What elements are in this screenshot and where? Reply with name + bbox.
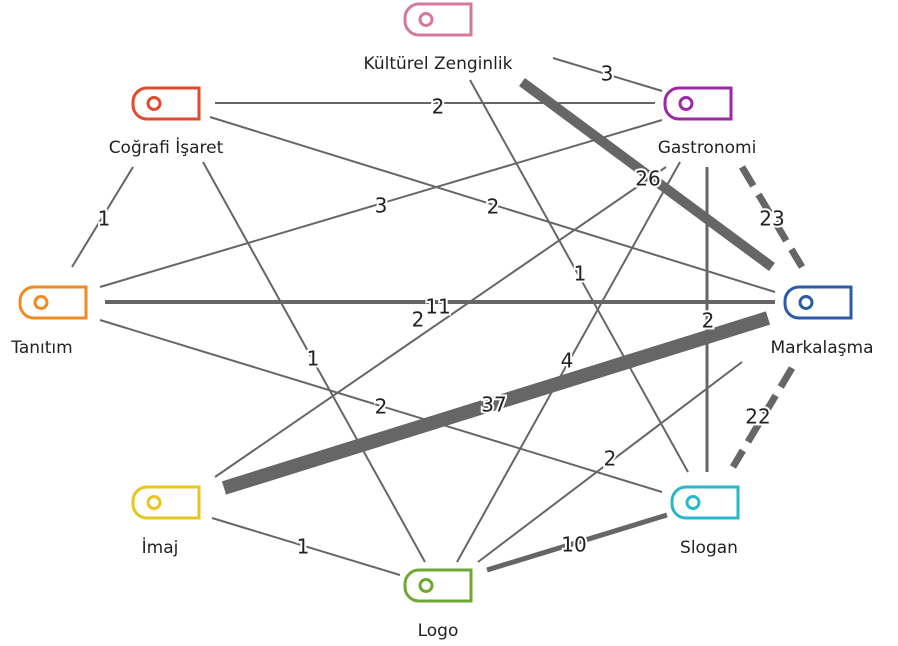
edge-weight-label: 2 [375, 395, 388, 419]
node-label: Coğrafi İşaret [109, 137, 224, 158]
edge-weight-label: 2 [432, 95, 445, 119]
tag-icon [783, 285, 853, 320]
tag-icon [403, 2, 473, 37]
edge-lo-sl [486, 512, 668, 573]
edge-weight-label: 1 [297, 535, 310, 559]
edge-ci-lo [202, 161, 426, 563]
edge-weight-label: 2 [702, 309, 715, 333]
node-lo[interactable]: Logo [403, 568, 473, 641]
node-im[interactable]: İmaj [131, 485, 201, 558]
node-label: Gastronomi [658, 138, 757, 158]
node-ta[interactable]: Tanıtım [10, 285, 88, 358]
edge-weight-label: 2 [412, 308, 425, 332]
edge-ma-sl [729, 366, 796, 469]
node-ma[interactable]: Markalaşma [770, 285, 874, 358]
edge-kz-ma [519, 77, 775, 272]
edge-weight-label: 10 [561, 533, 586, 557]
edge-weight-label: 1 [307, 347, 320, 371]
node-label: Markalaşma [770, 338, 873, 358]
node-label: Logo [418, 621, 459, 641]
tag-icon [403, 568, 473, 603]
edges [71, 57, 806, 576]
node-kz[interactable]: Kültürel Zenginlik [364, 2, 513, 74]
edge-weight-label: 22 [745, 405, 770, 429]
edge-weight-label: 3 [375, 194, 388, 218]
edge-weight-label: 23 [759, 207, 784, 231]
edge-ma-lo [477, 361, 743, 563]
node-ci[interactable]: Coğrafi İşaret [109, 86, 224, 158]
edge-weight-label: 1 [574, 262, 587, 286]
edge-im-lo [211, 517, 401, 576]
edge-weight-label: 2 [487, 195, 500, 219]
tag-icon [131, 86, 201, 121]
edge-weight-label: 37 [481, 393, 506, 417]
edge-ga-lo [456, 161, 681, 563]
tag-icon [131, 485, 201, 520]
edge-kz-ga [552, 57, 663, 92]
node-sl[interactable]: Slogan [670, 485, 740, 558]
edge-weight-label: 11 [425, 295, 450, 319]
edge-im-ma [221, 311, 771, 495]
node-label: Slogan [680, 538, 738, 558]
edge-weight-label: 3 [601, 62, 614, 86]
node-ga[interactable]: Gastronomi [658, 86, 757, 158]
edge-weight-label: 4 [561, 349, 574, 373]
edge-weight-label: 2 [604, 447, 617, 471]
edge-ta-ga [99, 119, 663, 288]
edge-weight-label: 1 [98, 207, 111, 231]
edge-kz-sl [469, 79, 689, 473]
edge-im-ga [214, 166, 667, 478]
node-label: İmaj [142, 537, 179, 558]
edge-ta-sl [99, 319, 663, 493]
tag-icon [18, 285, 88, 320]
tag-icon [663, 86, 733, 121]
node-label: Kültürel Zenginlik [364, 54, 513, 74]
edge-ci-ma [209, 116, 776, 293]
edge-ga-ma [738, 165, 806, 269]
tag-icon [670, 485, 740, 520]
node-label: Tanıtım [10, 338, 72, 358]
edge-weight-label: 26 [635, 167, 660, 191]
edge-ci-ta [71, 166, 134, 268]
